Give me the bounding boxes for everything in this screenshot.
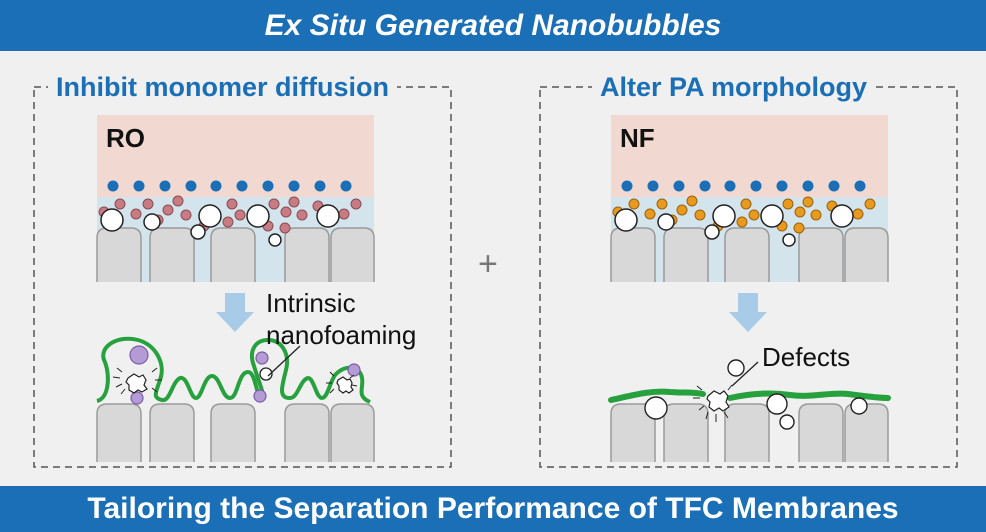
monomer	[699, 180, 711, 192]
monomer	[133, 180, 145, 192]
burst-lines	[693, 384, 733, 422]
footer-title: Tailoring the Separation Performance of …	[87, 492, 899, 525]
monomer	[750, 180, 762, 192]
nf-label: NF	[620, 123, 655, 153]
nanobubbles	[259, 367, 273, 381]
burst-lines	[112, 367, 358, 395]
organic-monomers	[107, 180, 352, 192]
nanobubbles	[644, 359, 868, 430]
monomer	[724, 180, 736, 192]
monomer	[262, 180, 274, 192]
monomer	[107, 180, 119, 192]
pa-layer-left	[608, 388, 706, 403]
right-panel-title: Alter PA morphology	[592, 70, 876, 104]
process-arrow	[729, 293, 767, 332]
annotation-intrinsic: Intrinsic	[266, 288, 356, 318]
nf-interface-scene	[610, 115, 889, 282]
monomer	[647, 180, 659, 192]
monomer	[802, 180, 814, 192]
footer-banner: Tailoring the Separation Performance of …	[0, 486, 986, 532]
monomer	[854, 180, 866, 192]
monomer	[159, 180, 171, 192]
monomer	[340, 180, 352, 192]
nanobubbles	[100, 204, 340, 247]
monomer	[210, 180, 222, 192]
support-pores	[610, 403, 889, 462]
header-title: Ex Situ Generated Nanobubbles	[264, 8, 722, 42]
pa-layer-right	[727, 390, 891, 401]
pa-layer-ridges	[96, 336, 371, 404]
support-pores	[96, 403, 375, 462]
ro-result-scene	[96, 336, 375, 462]
monomer	[828, 180, 840, 192]
monomer	[236, 180, 248, 192]
burst-bubble	[706, 390, 730, 412]
nanobubbles	[614, 204, 854, 247]
support-pores	[610, 227, 889, 282]
annotation-leader	[267, 345, 301, 377]
monomer	[621, 180, 633, 192]
annotation-nanofoaming: nanofoaming	[266, 320, 417, 350]
organic-monomers	[621, 180, 866, 192]
support-pores	[96, 227, 375, 282]
plus-operator: +	[478, 245, 498, 283]
header-banner: Ex Situ Generated Nanobubbles	[0, 0, 986, 51]
gas-bubbles	[129, 345, 361, 405]
process-arrow	[216, 293, 254, 332]
burst-bubbles	[125, 373, 354, 394]
monomer	[288, 180, 300, 192]
ro-interface-scene	[96, 115, 375, 282]
monomer	[185, 180, 197, 192]
annotation-defects: Defects	[762, 342, 851, 372]
annotation-leader	[731, 361, 759, 387]
ro-label: RO	[106, 123, 145, 153]
monomer	[673, 180, 685, 192]
monomer	[314, 180, 326, 192]
nf-result-scene	[608, 359, 891, 462]
left-panel-title: Inhibit monomer diffusion	[48, 70, 397, 104]
monomer	[776, 180, 788, 192]
